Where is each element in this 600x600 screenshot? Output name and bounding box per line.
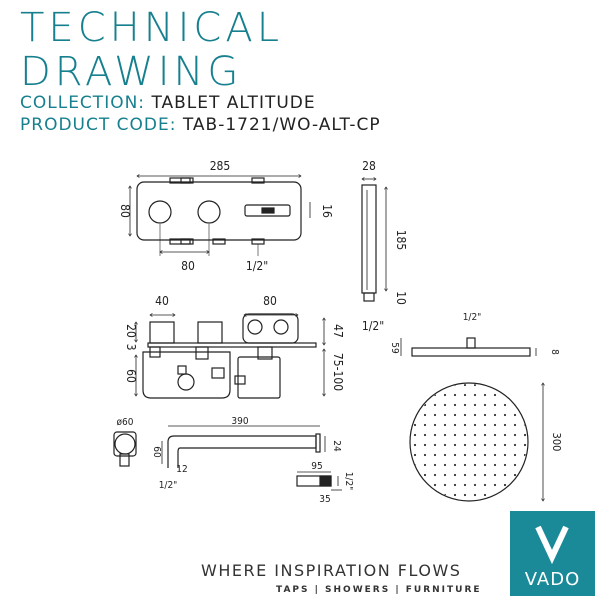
tagline: WHERE INSPIRATION FLOWS xyxy=(201,561,462,580)
dim-handset-length: 185 xyxy=(394,230,408,251)
dim-knob-spacing: 80 xyxy=(181,259,195,273)
product-code-line: PRODUCT CODE: TAB-1721/WO-ALT-CP xyxy=(20,115,381,135)
logo-mark-icon xyxy=(535,525,569,565)
dim-head-thread: 1/2" xyxy=(463,312,482,323)
dim-arm-offset: 12 xyxy=(176,464,187,475)
dim-arm-length: 390 xyxy=(231,416,248,427)
dim-head-height: 59 xyxy=(389,342,400,354)
valve-front-view xyxy=(130,176,311,256)
dim-body-side-b: 75-100 xyxy=(331,353,345,391)
page-title-line1: TECHNICAL xyxy=(20,5,284,51)
flow-knob xyxy=(197,200,221,224)
product-code-label: PRODUCT CODE: xyxy=(20,115,177,135)
dim-elbow-depth: 35 xyxy=(319,494,330,505)
dim-body-top-left: 40 xyxy=(155,294,169,308)
brand-name: VADO xyxy=(524,569,581,590)
dim-arm-thread: 1/2" xyxy=(159,480,178,491)
shower-arm-view xyxy=(113,425,342,491)
collection-line: COLLECTION: TABLET ALTITUDE xyxy=(20,93,316,113)
collection-value: TABLET ALTITUDE xyxy=(151,93,316,113)
dim-arm-drop: 24 xyxy=(331,440,342,452)
dim-valve-height: 80 xyxy=(118,204,132,218)
outlet-spout xyxy=(244,204,291,217)
finishing-plate xyxy=(147,342,317,348)
dim-body-depth-a: 20 xyxy=(124,324,138,338)
dim-body-side-a: 47 xyxy=(331,324,345,338)
valve-body-section xyxy=(136,314,324,399)
dim-elbow-thread: 1/2" xyxy=(343,472,354,491)
dim-elbow-length: 95 xyxy=(311,461,322,472)
vado-logo: VADO xyxy=(510,511,595,596)
dim-arm-depth: 60 xyxy=(151,446,162,458)
dim-valve-outlet: 1/2" xyxy=(246,259,268,273)
body-port xyxy=(177,373,195,391)
dim-valve-gap: 16 xyxy=(320,204,334,218)
shower-head-side xyxy=(411,347,531,357)
dim-handset-width: 28 xyxy=(362,159,376,173)
handset-view xyxy=(361,179,386,302)
arm-pipe xyxy=(167,435,317,468)
thermostat-knob xyxy=(148,200,172,224)
dim-body-depth-c: 60 xyxy=(124,369,138,383)
shower-head-face xyxy=(409,382,529,502)
collection-label: COLLECTION: xyxy=(20,93,146,113)
dim-handset-base: 10 xyxy=(394,291,408,305)
category-line: TAPS | SHOWERS | FURNITURE xyxy=(276,585,482,595)
dim-body-top-right: 80 xyxy=(263,294,277,308)
handset-body xyxy=(361,184,377,294)
valve-plate xyxy=(136,181,302,241)
product-code-value: TAB-1721/WO-ALT-CP xyxy=(182,115,381,135)
dim-valve-width: 285 xyxy=(210,159,231,173)
dim-body-depth-b: 3 xyxy=(124,344,138,351)
page-title-line2: DRAWING xyxy=(20,49,243,95)
arm-wall-flange xyxy=(113,431,137,457)
dim-handset-thread: 1/2" xyxy=(362,319,384,333)
shower-head-view xyxy=(400,337,543,502)
dim-head-thickness: 8 xyxy=(549,349,560,355)
dim-head-diameter: 300 xyxy=(550,433,563,452)
dim-arm-flange: ø60 xyxy=(117,417,134,428)
